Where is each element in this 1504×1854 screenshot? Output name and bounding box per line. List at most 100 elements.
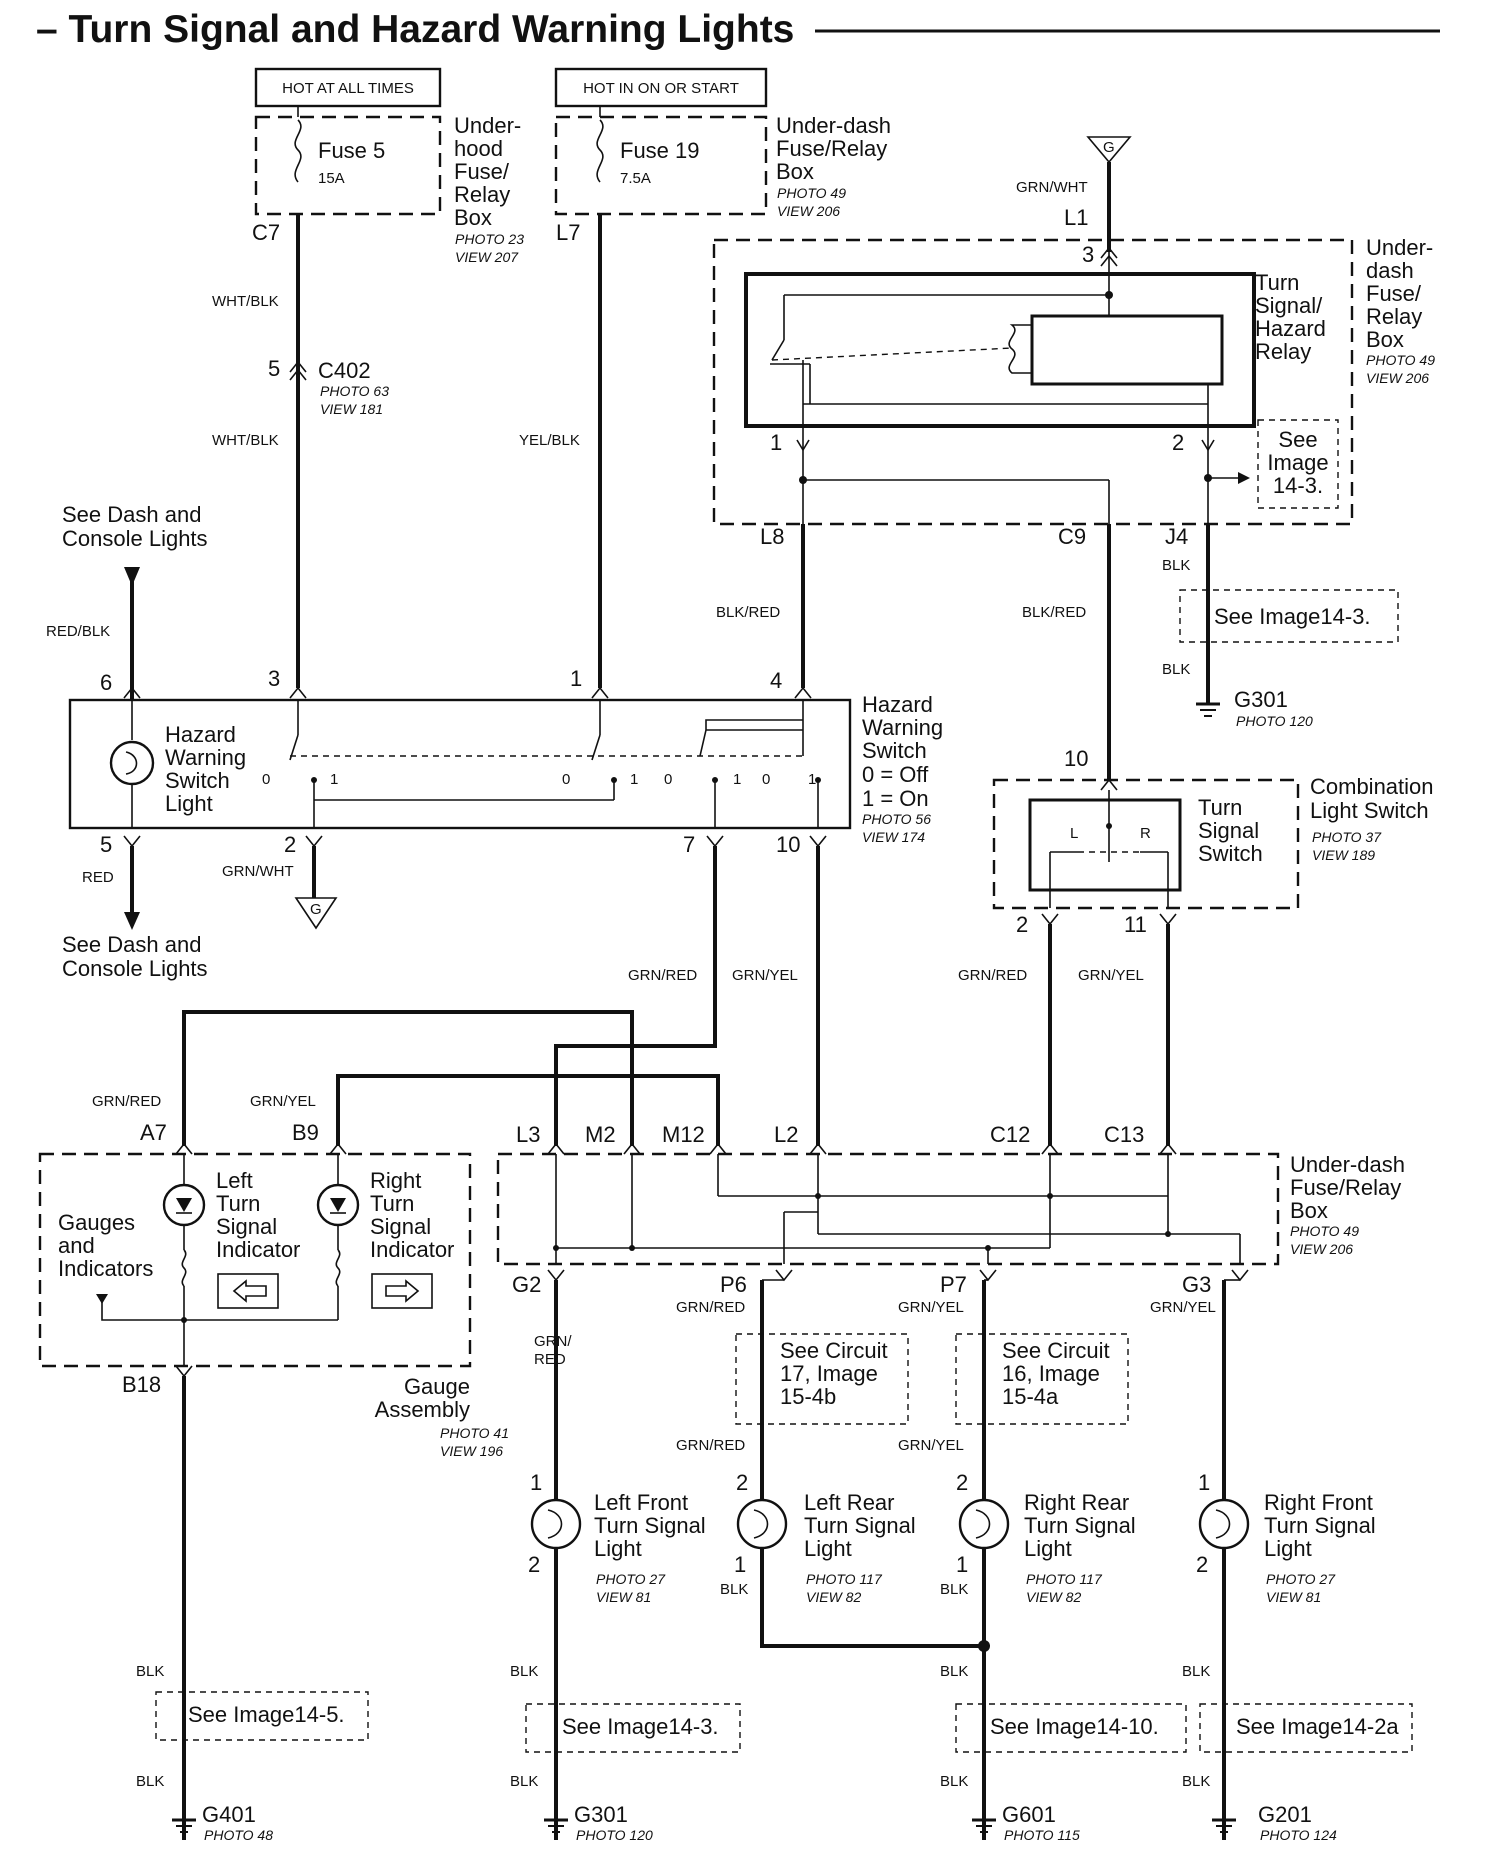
fuse-19-icon	[596, 119, 604, 183]
ground-g301: G301 PHOTO 120	[544, 1802, 653, 1843]
svg-text:VIEW 82: VIEW 82	[806, 1589, 861, 1605]
svg-text:See Image14-10.: See Image14-10.	[990, 1714, 1159, 1739]
svg-text:HOT AT ALL TIMES: HOT AT ALL TIMES	[282, 80, 414, 97]
svg-text:VIEW 81: VIEW 81	[596, 1589, 651, 1605]
wire-label: GRN/RED	[676, 1299, 745, 1316]
svg-text:PHOTO 120: PHOTO 120	[576, 1827, 653, 1843]
svg-text:1: 1	[770, 430, 782, 455]
wire-label: BLK	[940, 1663, 968, 1680]
see-image-14-2a: See Image14-2a	[1199, 1703, 1413, 1753]
wire-label: GRN/RED	[534, 1333, 572, 1368]
page-title: – Turn Signal and Hazard Warning Lights	[36, 8, 794, 51]
bulb-icon	[736, 1498, 788, 1550]
wire-label: GRN/YEL	[898, 1437, 964, 1454]
svg-text:See Image14-5.: See Image14-5.	[188, 1702, 345, 1727]
svg-text:VIEW 206: VIEW 206	[777, 203, 840, 219]
svg-text:1: 1	[808, 771, 816, 788]
svg-text:PHOTO 117: PHOTO 117	[806, 1571, 883, 1587]
wire-grn-red-hazard	[554, 846, 717, 1146]
wire-label: BLK	[136, 1663, 164, 1680]
hot-in-on-or-start-tag: HOT IN ON OR START	[554, 67, 768, 108]
svg-text:1: 1	[734, 1552, 746, 1577]
svg-text:C13: C13	[1104, 1122, 1144, 1147]
bulb-icon	[530, 1498, 582, 1550]
svg-text:PHOTO 49: PHOTO 49	[1290, 1223, 1359, 1239]
svg-text:4: 4	[770, 668, 782, 693]
bulb-icon	[1198, 1498, 1250, 1550]
svg-text:0: 0	[762, 771, 770, 788]
wire-label: GRN/RED	[676, 1437, 745, 1454]
svg-text:A7: A7	[140, 1120, 167, 1145]
fuse-5-icon	[294, 119, 302, 183]
wire-label: GRN/YEL	[1078, 967, 1144, 984]
splice-icon	[978, 1640, 990, 1652]
svg-text:10: 10	[1064, 746, 1088, 771]
wire-label: GRN/RED	[628, 967, 697, 984]
svg-text:BLK: BLK	[1162, 661, 1190, 678]
svg-text:PHOTO 49: PHOTO 49	[777, 185, 846, 201]
wire-label: BLK/RED	[1022, 604, 1086, 621]
wire-label: BLK	[720, 1581, 748, 1598]
see-image-14-5: See Image14-5.	[155, 1691, 369, 1741]
svg-text:PHOTO 27: PHOTO 27	[1266, 1571, 1336, 1587]
svg-text:See Image14-2a: See Image14-2a	[1236, 1714, 1399, 1739]
svg-text:G2: G2	[512, 1272, 541, 1297]
wire-label: GRN/WHT	[222, 863, 294, 880]
svg-text:VIEW 206: VIEW 206	[1290, 1241, 1353, 1257]
svg-text:J4: J4	[1165, 524, 1188, 549]
svg-text:G: G	[1103, 139, 1115, 156]
svg-text:C7: C7	[252, 220, 280, 245]
arrow-icon	[124, 567, 140, 586]
svg-text:C402: C402	[318, 358, 371, 383]
svg-text:G601: G601	[1002, 1802, 1056, 1827]
wire-label: YEL/BLK	[519, 432, 580, 449]
fuse-19-rating: 7.5A	[620, 170, 651, 187]
svg-text:M2: M2	[585, 1122, 616, 1147]
wire-label: GRN/YEL	[732, 967, 798, 984]
wire-blk-lr	[760, 1548, 984, 1648]
wire-label: WHT/BLK	[212, 293, 279, 310]
svg-text:1: 1	[570, 666, 582, 691]
svg-text:PHOTO 37: PHOTO 37	[1312, 829, 1382, 845]
svg-text:PHOTO 48: PHOTO 48	[204, 1827, 273, 1843]
svg-text:1: 1	[956, 1552, 968, 1577]
svg-text:BLK: BLK	[1162, 557, 1190, 574]
ground-g-symbol	[294, 897, 338, 930]
svg-text:VIEW 189: VIEW 189	[1312, 847, 1375, 863]
wire-label: GRN/RED	[958, 967, 1027, 984]
ground-g301-j4: BLK See Image14-3. BLK G301 PHOTO 120	[1162, 524, 1399, 729]
ground-g-top: G GRN/WHT L1	[1016, 136, 1132, 252]
see-image-14-3: See Image14-3.	[525, 1703, 741, 1753]
svg-text:1 = On: 1 = On	[862, 786, 929, 811]
svg-text:PHOTO 120: PHOTO 120	[1236, 713, 1313, 729]
svg-text:C12: C12	[990, 1122, 1030, 1147]
svg-text:See Image14-3.: See Image14-3.	[1214, 604, 1371, 629]
fuse-19-label: Fuse 19	[620, 138, 700, 163]
svg-text:B18: B18	[122, 1372, 161, 1397]
svg-text:VIEW 206: VIEW 206	[1366, 370, 1429, 386]
ground-g201: G201 PHOTO 124	[1212, 1802, 1337, 1843]
svg-text:10: 10	[776, 832, 800, 857]
svg-text:PHOTO 49: PHOTO 49	[1366, 352, 1435, 368]
svg-text:G401: G401	[202, 1802, 256, 1827]
svg-text:0: 0	[262, 771, 270, 788]
svg-text:2: 2	[284, 832, 296, 857]
svg-text:GRN/YEL: GRN/YEL	[250, 1093, 316, 1110]
